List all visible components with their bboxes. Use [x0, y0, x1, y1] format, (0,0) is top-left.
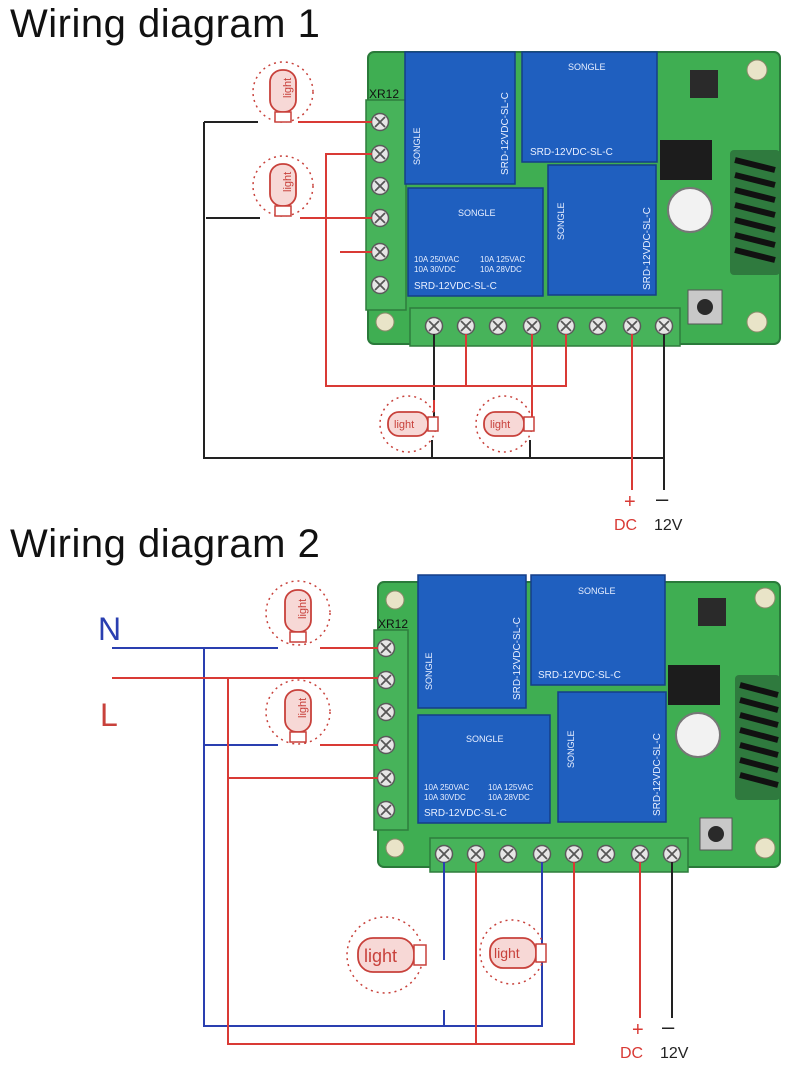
neutral-label: N [98, 611, 121, 647]
wires-diagram2 [112, 647, 673, 1045]
lamp-label: light [297, 599, 309, 619]
lamp-label: light [394, 419, 414, 431]
relay-2: SONGLE SRD-12VDC-SL-C [530, 574, 666, 686]
relay-model: SRD-12VDC-SL-C [512, 617, 523, 700]
board-label: XR12 [369, 87, 399, 101]
lamp-label: light [282, 78, 294, 98]
lamp-2: light [252, 155, 314, 217]
lamp-label: light [297, 698, 309, 718]
lamp-4: light [479, 919, 547, 985]
antenna-coil [730, 150, 780, 275]
minus-sign: – [656, 486, 669, 511]
relay-3: SONGLE 10A 250VAC 10A 30VDC 10A 125VAC 1… [417, 714, 551, 824]
diagram2: XR12 SONGLE SRD-12VDC-SL-C SONGLE SRD-12… [98, 574, 781, 1062]
relay-model: SRD-12VDC-SL-C [414, 281, 497, 292]
diagram2-title: Wiring diagram 2 [10, 522, 321, 566]
relay-brand: SONGLE [568, 62, 606, 72]
relay-model: SRD-12VDC-SL-C [500, 92, 511, 175]
relay-model: SRD-12VDC-SL-C [642, 207, 653, 290]
relay-4: SONGLE SRD-12VDC-SL-C [547, 164, 657, 296]
lamp-1: light [252, 61, 314, 123]
relay-brand: SONGLE [578, 586, 616, 596]
relay-4: SONGLE SRD-12VDC-SL-C [557, 691, 667, 823]
diagram1-title: Wiring diagram 1 [10, 2, 321, 46]
relay-model: SRD-12VDC-SL-C [424, 808, 507, 819]
dc-label: DC [620, 1045, 643, 1062]
relay-rating: 10A 28VDC [488, 793, 530, 802]
lamp-3: light [346, 916, 427, 994]
board-label: XR12 [378, 617, 408, 631]
antenna-coil [735, 675, 780, 800]
wires-diagram1 [203, 121, 665, 490]
relay-brand: SONGLE [566, 730, 576, 768]
dc-label: DC [614, 517, 637, 534]
relay-brand: SONGLE [466, 734, 504, 744]
lamp-label: light [282, 172, 294, 192]
relay-1: SONGLE SRD-12VDC-SL-C [417, 574, 527, 709]
relay-rating: 10A 250VAC [424, 783, 469, 792]
volt-label: 12V [660, 1045, 689, 1062]
relay-brand: SONGLE [458, 208, 496, 218]
plus-sign: + [632, 1019, 644, 1041]
relay-rating: 10A 125VAC [488, 783, 533, 792]
relay-brand: SONGLE [412, 127, 422, 165]
relay-model: SRD-12VDC-SL-C [538, 670, 621, 681]
lamp-3: light [379, 395, 439, 453]
lamp-label: light [494, 945, 520, 961]
relay-board-1: XR12 SONGLE SRD-12VDC-SL-C SONGLE SRD-12… [365, 51, 781, 347]
lamp-2: light [265, 679, 331, 745]
relay-rating: 10A 28VDC [480, 265, 522, 274]
relay-board-2: XR12 SONGLE SRD-12VDC-SL-C SONGLE SRD-12… [373, 574, 781, 873]
lamp-4: light [475, 395, 535, 453]
relay-brand: SONGLE [556, 202, 566, 240]
minus-sign: – [662, 1014, 675, 1039]
plus-sign: + [624, 491, 636, 513]
lamp-label: light [364, 946, 397, 966]
relay-3: SONGLE 10A 250VAC 10A 30VDC 10A 125VAC 1… [407, 187, 544, 297]
lamp-1: light [265, 580, 331, 646]
diagram1: XR12 SONGLE SRD-12VDC-SL-C SONGLE SRD-12… [203, 51, 781, 534]
relay-rating: 10A 125VAC [480, 255, 525, 264]
lamp-label: light [490, 419, 510, 431]
relay-model: SRD-12VDC-SL-C [652, 733, 663, 816]
line-label: L [100, 697, 118, 733]
relay-2: SONGLE SRD-12VDC-SL-C [521, 51, 658, 163]
relay-1: SONGLE SRD-12VDC-SL-C [404, 51, 516, 185]
relay-rating: 10A 30VDC [424, 793, 466, 802]
relay-rating: 10A 30VDC [414, 265, 456, 274]
volt-label: 12V [654, 517, 683, 534]
relay-model: SRD-12VDC-SL-C [530, 147, 613, 158]
relay-rating: 10A 250VAC [414, 255, 459, 264]
relay-brand: SONGLE [424, 652, 434, 690]
